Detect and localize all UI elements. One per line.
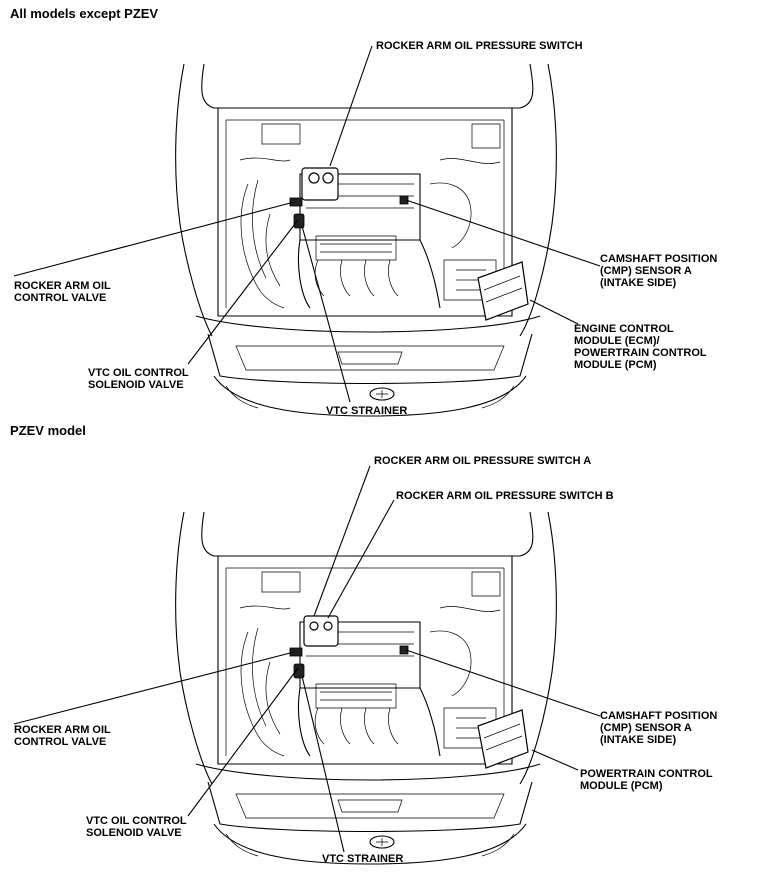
label-rocker-arm-oil-control-valve-pzev: ROCKER ARM OIL CONTROL VALVE — [14, 724, 111, 748]
label-rocker-arm-oil-pressure-switch-a: ROCKER ARM OIL PRESSURE SWITCH A — [374, 455, 592, 467]
engine-bay-bottom — [175, 511, 557, 865]
label-camshaft-position-sensor-pzev: CAMSHAFT POSITION (CMP) SENSOR A (INTAKE… — [600, 710, 718, 746]
top-leader-lines — [13, 45, 601, 403]
label-engine-control-module: ENGINE CONTROL MODULE (ECM)/ POWERTRAIN … — [574, 323, 707, 371]
label-rocker-arm-oil-pressure-switch-b: ROCKER ARM OIL PRESSURE SWITCH B — [396, 490, 614, 502]
label-vtc-oil-control-solenoid-valve-pzev: VTC OIL CONTROL SOLENOID VALVE — [86, 815, 187, 839]
bottom-leader-lines — [13, 465, 601, 853]
label-rocker-arm-oil-control-valve: ROCKER ARM OIL CONTROL VALVE — [14, 280, 111, 304]
section-title-pzev: PZEV model — [10, 423, 86, 438]
top-components — [289, 167, 409, 229]
label-camshaft-position-sensor: CAMSHAFT POSITION (CMP) SENSOR A (INTAKE… — [600, 253, 718, 289]
engine-bay-top — [175, 63, 557, 417]
label-powertrain-control-module: POWERTRAIN CONTROL MODULE (PCM) — [580, 768, 713, 792]
label-vtc-oil-control-solenoid-valve: VTC OIL CONTROL SOLENOID VALVE — [88, 367, 189, 391]
bottom-components — [289, 615, 409, 679]
label-vtc-strainer: VTC STRAINER — [326, 405, 408, 417]
section-title-all-models: All models except PZEV — [10, 6, 159, 21]
label-vtc-strainer-pzev: VTC STRAINER — [322, 853, 404, 865]
label-rocker-arm-oil-pressure-switch: ROCKER ARM OIL PRESSURE SWITCH — [376, 40, 583, 52]
